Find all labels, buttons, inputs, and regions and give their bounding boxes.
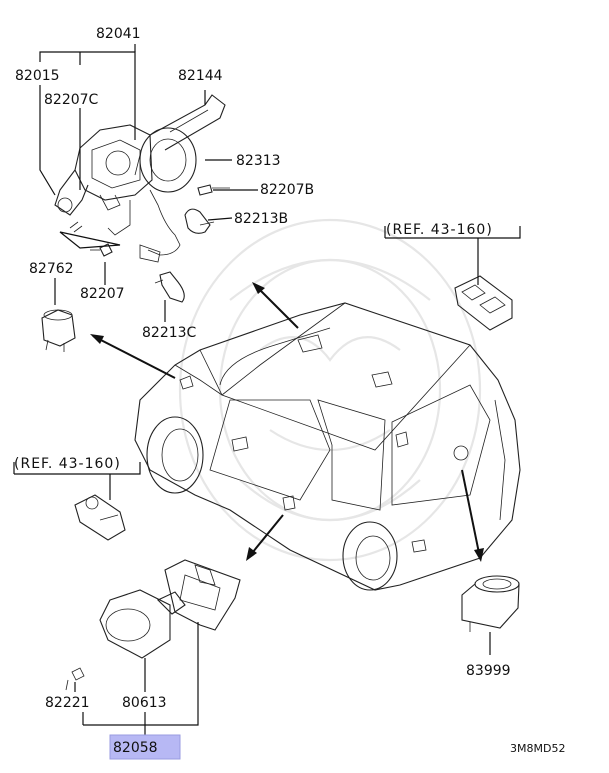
label-82015: 82015 [15, 68, 60, 84]
headlamp-switch-icon [65, 559, 241, 691]
window-switch-icon [74, 494, 126, 541]
ref-right: (REF. 43-160) [386, 222, 493, 238]
label-82207c: 82207C [44, 92, 99, 108]
screw-icon [69, 184, 230, 257]
label-82058: 82058 [113, 740, 158, 756]
label-82213c: 82213C [142, 325, 197, 341]
label-80613: 80613 [122, 695, 167, 711]
label-83999: 83999 [466, 663, 511, 679]
label-82144: 82144 [178, 68, 223, 84]
label-82207b: 82207B [260, 182, 314, 198]
clock-spring-icon [107, 127, 197, 263]
ignition-key-cylinder-icon [41, 309, 76, 352]
diagram-code: 3M8MD52 [510, 742, 565, 755]
label-82762: 82762 [29, 261, 74, 277]
window-switch-icon [454, 275, 513, 331]
label-82221: 82221 [45, 695, 90, 711]
leader-lines [13, 44, 521, 736]
highlight-box [109, 734, 181, 760]
watermark-icon [178, 218, 482, 562]
label-82213b: 82213B [234, 211, 288, 227]
clip-icon [154, 208, 215, 303]
power-socket-icon [461, 575, 520, 632]
ref-left: (REF. 43-160) [14, 456, 121, 472]
arrows [90, 282, 484, 562]
label-82313: 82313 [236, 153, 281, 169]
vehicle-outline-icon [134, 302, 521, 591]
label-82207: 82207 [80, 286, 125, 302]
label-82041: 82041 [96, 26, 141, 42]
